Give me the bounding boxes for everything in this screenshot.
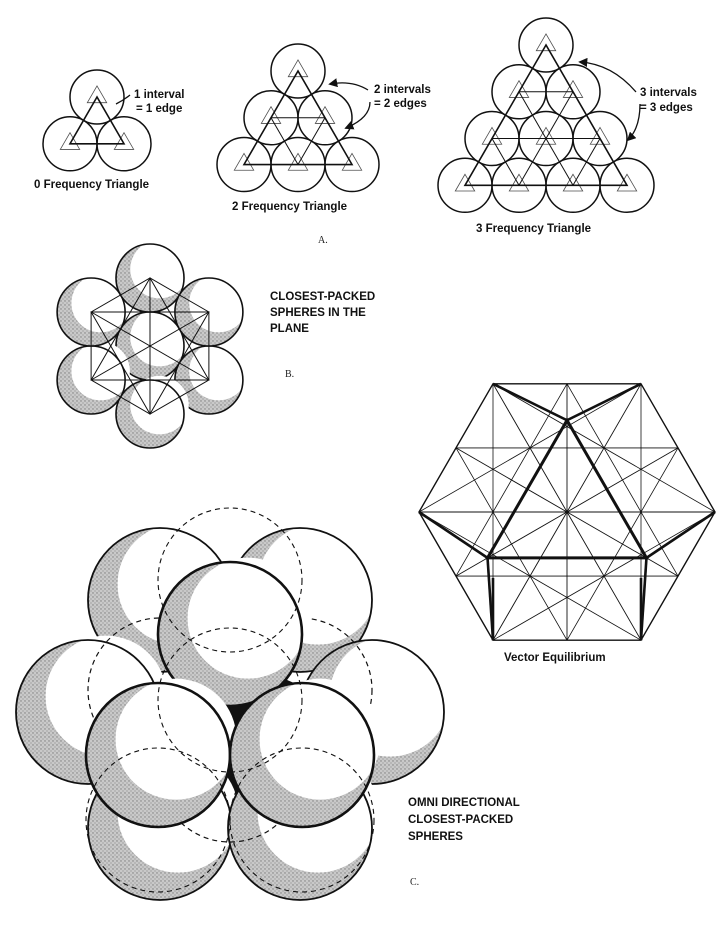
inner-triangle (454, 173, 476, 192)
ve-bold-triangle (484, 417, 650, 560)
ve-web (455, 447, 568, 641)
grid-line (297, 117, 326, 165)
front-sphere-highlight (115, 678, 237, 800)
three-freq-title: 3 Frequency Triangle (476, 223, 591, 235)
closest-packed-plane: CLOSEST-PACKED SPHERES IN THE PLANE B. (56, 239, 375, 449)
two-freq-title: 2 Frequency Triangle (232, 201, 347, 213)
ve-bold-edge (566, 382, 642, 422)
arrow-2-edges (344, 101, 371, 130)
zero-freq-note-line1: 1 interval (134, 89, 185, 101)
front-sphere-outline (156, 560, 304, 708)
inner-triangle (113, 131, 135, 150)
caption-c: C. (410, 877, 419, 888)
arrow-3-edges (626, 103, 641, 142)
vector-equilibrium-lines (418, 382, 716, 641)
zero-freq-title: 0 Frequency Triangle (34, 179, 149, 191)
overlap-arc-dashed (157, 627, 303, 773)
inner-triangle (287, 152, 309, 171)
ve-web (566, 447, 679, 641)
omni-title-line1: OMNI DIRECTIONAL (408, 797, 520, 809)
ve-bold-edge (492, 382, 568, 422)
inner-triangle (535, 126, 557, 145)
grid-line (491, 138, 520, 186)
plane-title-line3: PLANE (270, 323, 309, 335)
ve-bold-edge (639, 557, 648, 641)
diameter-line (90, 311, 210, 381)
inner-triangle (535, 33, 557, 52)
inner-triangle (481, 126, 503, 145)
vector-equilibrium: Vector Equilibrium (418, 382, 716, 664)
ve-bold-edge (486, 557, 495, 641)
grid-line (270, 117, 299, 165)
front-sphere-outline (228, 681, 376, 829)
sphere-highlight (189, 273, 248, 333)
omni-directional-packing: OMNI DIRECTIONAL CLOSEST-PACKED SPHERES … (15, 507, 520, 901)
overlap-arc-dashed (157, 507, 303, 653)
frequency-outline (463, 43, 629, 187)
inner-triangle (562, 173, 584, 192)
zero-freq-note-line2: = 1 edge (136, 103, 182, 115)
plane-title-line2: SPHERES IN THE (270, 307, 366, 319)
sphere-highlight (189, 341, 248, 401)
front-sphere-highlight (259, 678, 381, 800)
grid-line (572, 138, 601, 186)
caption-a: A. (318, 235, 328, 246)
inner-triangle (59, 131, 81, 150)
omni-spheres (15, 507, 451, 901)
inner-triangle (314, 105, 336, 124)
arrow-2-intervals (328, 78, 369, 91)
grid-line (518, 91, 574, 186)
vector-equilibrium-title: Vector Equilibrium (504, 652, 606, 664)
sphere-highlight (130, 239, 189, 299)
two-freq-note-line1: 2 intervals (374, 84, 431, 96)
packed-circle (518, 17, 574, 73)
front-sphere-highlight (187, 557, 309, 679)
sphere-highlight (130, 375, 189, 435)
overlap-arc-dashed (229, 747, 375, 893)
inner-triangle (562, 79, 584, 98)
inner-triangle (341, 152, 363, 171)
triangle-2-circles (216, 43, 380, 193)
plane-title-line1: CLOSEST-PACKED (270, 291, 375, 303)
inner-triangle (508, 173, 530, 192)
inner-triangle (287, 59, 309, 78)
triangle-0-circles (42, 69, 152, 172)
frequency-outline (68, 95, 126, 145)
packed-circle (270, 43, 326, 99)
caption-b: B. (285, 369, 294, 380)
omni-title-line3: SPHERES (408, 831, 463, 843)
arrow-3-intervals (578, 57, 637, 93)
ve-bold-edge (418, 510, 489, 559)
inner-triangle (616, 173, 638, 192)
ve-bold-edge (645, 510, 716, 559)
inner-triangle (589, 126, 611, 145)
hex-packing-circles (56, 239, 248, 449)
inner-triangle (508, 79, 530, 98)
omni-title-line2: CLOSEST-PACKED (408, 814, 513, 826)
inner-triangle (260, 105, 282, 124)
ve-web (566, 383, 679, 577)
three-freq-note-line2: = 3 edges (640, 102, 693, 114)
two-frequency-triangle: 2 intervals = 2 edges 2 Frequency Triang… (216, 43, 431, 213)
three-frequency-triangle: 3 intervals = 3 edges 3 Frequency Triang… (437, 17, 697, 235)
pointer-line-1 (115, 94, 131, 105)
two-freq-note-line2: = 2 edges (374, 98, 427, 110)
packed-circle (69, 69, 125, 125)
sphere-highlight (71, 341, 130, 401)
three-freq-note-line1: 3 intervals (640, 87, 697, 99)
inner-triangle (86, 85, 108, 104)
triangle-3-circles (437, 17, 655, 214)
inner-triangle (233, 152, 255, 171)
zero-frequency-triangle: 1 interval = 1 edge 0 Frequency Triangle (34, 69, 185, 191)
